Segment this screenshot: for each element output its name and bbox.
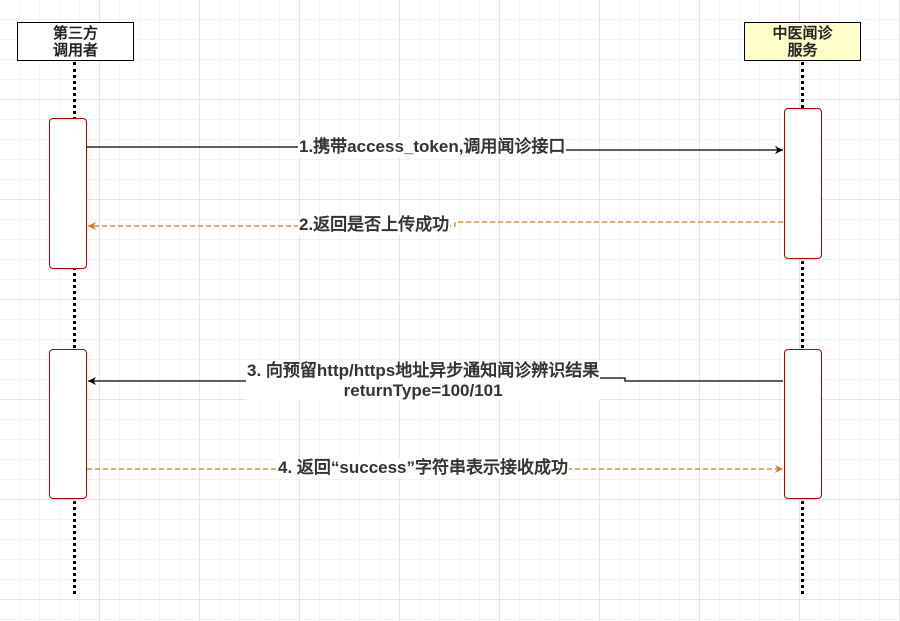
- message-2-arrow[interactable]: [88, 221, 783, 230]
- message-3-label-line1: 3. 向预留http/https地址异步通知闻诊辨识结果: [247, 361, 600, 380]
- actor-label: 中医闻诊 服务: [772, 24, 833, 59]
- lifeline-tcm-service: [801, 62, 804, 594]
- message-3-label: 3. 向预留http/https地址异步通知闻诊辨识结果 returnType=…: [246, 361, 601, 401]
- actor-third-party-caller[interactable]: 第三方 调用者: [17, 22, 134, 61]
- message-2-label: 2.返回是否上传成功: [298, 215, 451, 235]
- message-4-label: 4. 返回“success”字符串表示接收成功: [277, 458, 570, 478]
- lifeline-third-party-caller: [73, 62, 76, 594]
- message-1-label: 1.携带access_token,调用闻诊接口: [298, 137, 567, 157]
- activation-caller-2[interactable]: [49, 349, 87, 499]
- activation-service-1[interactable]: [784, 108, 822, 259]
- message-3-label-line2: returnType=100/101: [343, 381, 503, 400]
- activation-service-2[interactable]: [784, 349, 822, 499]
- activation-caller-1[interactable]: [49, 118, 87, 269]
- actor-tcm-service[interactable]: 中医闻诊 服务: [744, 22, 861, 61]
- actor-label: 第三方 调用者: [52, 24, 98, 59]
